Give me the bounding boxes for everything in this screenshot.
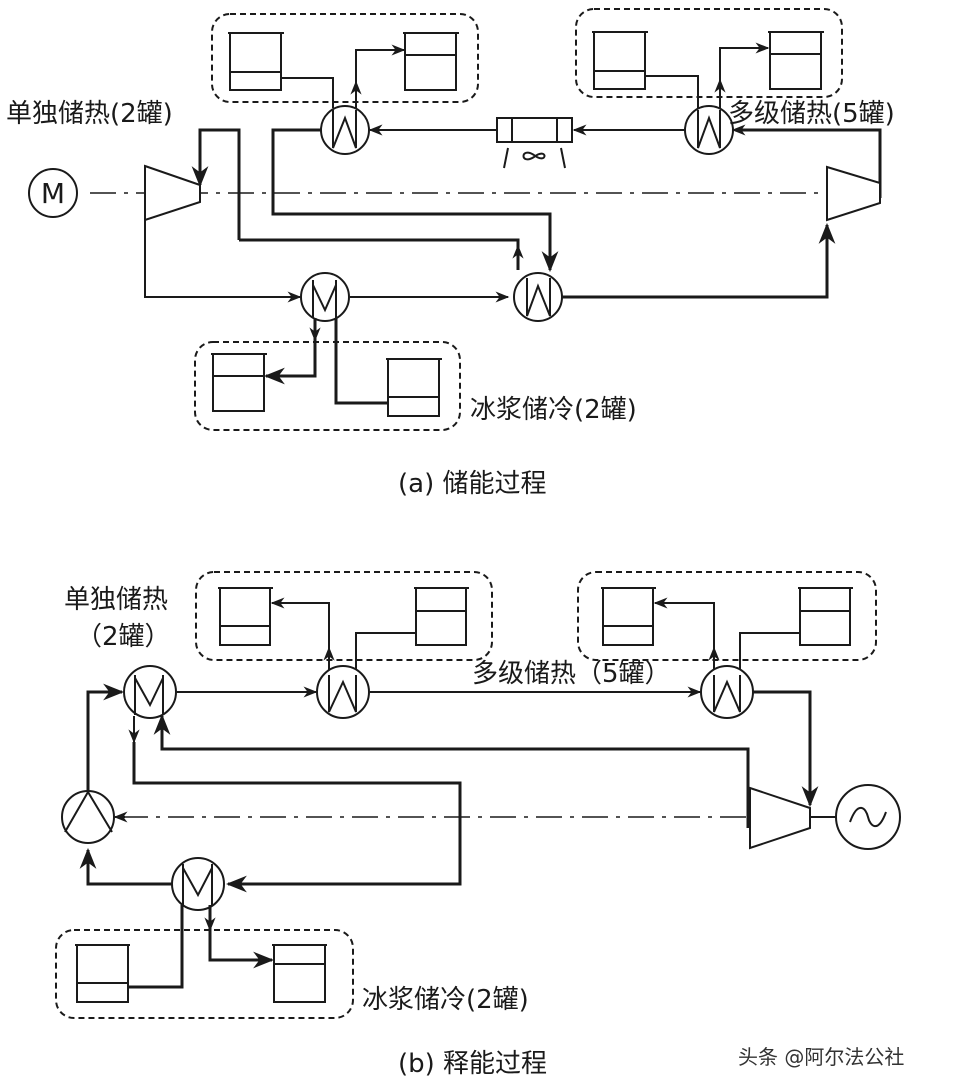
ac-wave-icon	[849, 806, 887, 828]
hot-tank-b4	[798, 587, 853, 646]
label-single-heat-storage-b2: （2罐）	[76, 622, 171, 652]
svg-text:M: M	[41, 177, 65, 210]
diagram-a-charging: 多级储热(5罐) 单独储热(2罐) M	[6, 8, 895, 499]
hot-tank-b3	[601, 587, 656, 646]
hot-tank-a2	[403, 32, 459, 91]
ice-slurry-storage-group-b	[55, 929, 354, 1019]
generator	[835, 784, 901, 850]
compressor	[144, 164, 201, 222]
pump	[61, 790, 115, 844]
heat-exchanger-a-single	[320, 105, 370, 155]
motor: M	[28, 168, 78, 218]
air-cooler	[496, 117, 573, 169]
cold-tank-a2	[386, 358, 442, 417]
hot-tank-a3	[592, 31, 648, 90]
hot-tank-b2	[414, 587, 469, 646]
caption-a: (a) 储能过程	[398, 469, 547, 499]
turbine-a	[826, 165, 881, 222]
label-ice-slurry-b: 冰浆储冷(2罐)	[362, 985, 529, 1015]
label-multi-heat-storage-b: 多级储热（5罐）	[472, 659, 671, 689]
multi-heat-storage-group	[575, 8, 843, 98]
single-heat-storage-group	[211, 13, 479, 103]
label-ice-slurry-a: 冰浆储冷(2罐)	[470, 395, 637, 425]
label-single-heat-storage-b1: 单独储热	[64, 585, 168, 615]
hot-tank-a1	[228, 32, 284, 91]
watermark: 头条 @阿尔法公社	[738, 1045, 904, 1069]
label-single-heat-storage-a: 单独储热(2罐)	[6, 99, 173, 129]
ice-slurry-storage-group-a	[194, 341, 461, 431]
heat-exchanger-a-multi	[684, 105, 734, 155]
heat-exchanger-b-multi-W	[700, 665, 754, 719]
heat-exchanger-a-mid	[513, 272, 563, 322]
diagram-b-discharging: 单独储热 （2罐） 多级储热（5罐）	[55, 571, 901, 1079]
heat-exchanger-b-cold	[171, 857, 225, 911]
turbine-b	[749, 786, 811, 850]
cold-tank-b2	[272, 944, 327, 1003]
fan-icon	[522, 151, 546, 161]
hot-tank-a4	[768, 31, 824, 90]
heat-exchanger-a-cold	[300, 272, 350, 322]
hot-tank-b1	[218, 587, 273, 646]
label-multi-heat-storage-a: 多级储热(5罐)	[728, 99, 895, 129]
single-heat-storage-group-b	[195, 571, 493, 661]
multi-heat-storage-group-b	[577, 571, 877, 661]
cold-tank-a1	[211, 353, 267, 412]
heat-exchanger-b-single-M	[123, 665, 177, 719]
cold-tank-b1	[75, 944, 130, 1003]
heat-exchanger-b-single-W	[316, 665, 370, 719]
caption-b: (b) 释能过程	[398, 1049, 547, 1079]
